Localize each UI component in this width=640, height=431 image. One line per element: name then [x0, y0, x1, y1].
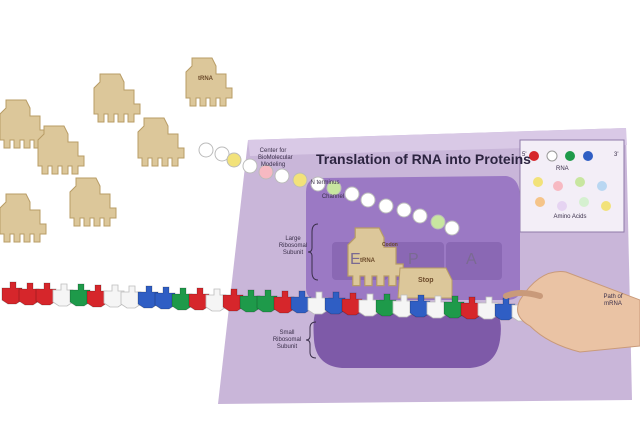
e-site-label: E [350, 251, 361, 268]
stop-piece [397, 267, 453, 299]
mrna-nucleotide [1, 281, 23, 305]
mrna-nucleotide [477, 296, 499, 320]
p-site-label: P [408, 251, 419, 268]
channel-label: Channel [321, 194, 345, 200]
mrna-nucleotide [154, 286, 176, 310]
stop-label: Stop [418, 277, 434, 284]
hand [503, 271, 640, 353]
mrna-nucleotide [256, 289, 278, 313]
loose-trna-6 [0, 193, 47, 243]
mrna-nucleotide [69, 283, 91, 307]
mrna-nucleotide [137, 285, 159, 309]
loose-trna-4 [37, 125, 85, 175]
mrna-path-label: Path of mRNA [603, 294, 623, 307]
loose-trna-3 [185, 57, 233, 107]
mrna-nucleotide [103, 284, 125, 308]
legend-3-prime: 3' [614, 152, 619, 158]
a-site-label: A [466, 251, 477, 268]
legend-rna-label: RNA [556, 166, 569, 172]
loose-trna-2 [93, 73, 141, 123]
mrna-nucleotide [290, 290, 312, 314]
large-subunit-bracket [307, 223, 319, 281]
legend-5-prime: 5' [522, 152, 527, 158]
codon-label: Codon [382, 242, 398, 248]
logo-caption: Center for BioMolecular Modeling [258, 148, 293, 168]
board-top-band [248, 128, 627, 156]
legend-amino-icons [533, 177, 611, 211]
board-title: Translation of RNA into Proteins [316, 151, 531, 167]
legend-amino-label: Amino Acids [553, 214, 587, 220]
loose-trna-7 [69, 177, 117, 227]
mrna-nucleotide [222, 288, 244, 312]
loose-trna-label: tRNA [198, 76, 213, 82]
a-site [446, 242, 502, 280]
legend-rna-icons [529, 150, 593, 162]
mrna-strand [1, 281, 533, 322]
mrna-nucleotide [443, 295, 465, 319]
small-subunit-bracket [305, 321, 317, 359]
small-subunit-label: Small Ribosomal Subunit [272, 330, 302, 350]
mrna-nucleotide [324, 291, 346, 315]
large-subunit-label: Large Ribosomal Subunit [278, 236, 308, 256]
n-terminus-label: N terminus [310, 180, 340, 186]
mrna-nucleotide [35, 282, 57, 306]
mrna-nucleotide [341, 292, 363, 316]
mrna-nucleotide [409, 294, 431, 318]
loose-trna-5 [137, 117, 185, 167]
board-trna-label: tRNA [360, 258, 375, 264]
ribosome-small-subunit [313, 310, 501, 368]
mrna-nucleotide [375, 293, 397, 317]
amino-acid-chain [198, 142, 460, 236]
mrna-nucleotide [188, 287, 210, 311]
mrna-nucleotide [494, 297, 516, 321]
